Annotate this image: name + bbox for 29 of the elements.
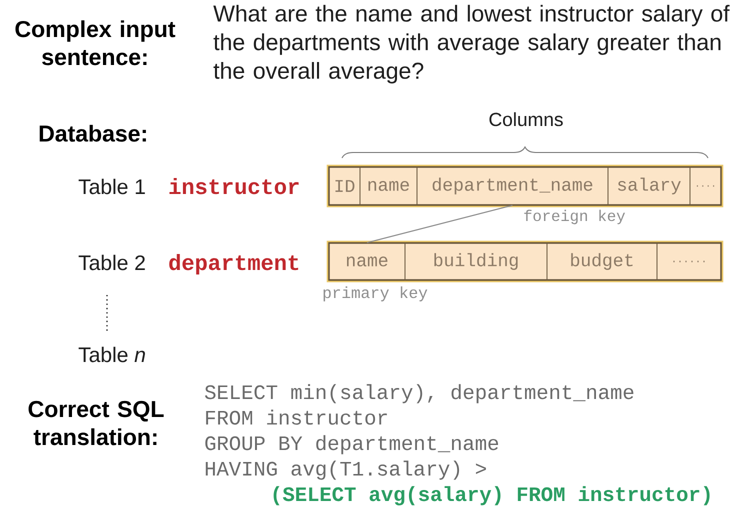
table-label: Table 1 (78, 178, 145, 194)
table-cell: ID (328, 166, 360, 206)
key-annotation: primary key (324, 286, 428, 302)
sql-line: HAVING avg(T1.salary) > (206, 460, 486, 480)
key-annotation: foreign key (524, 210, 625, 224)
table-name: department (169, 254, 298, 275)
table-row (326, 164, 724, 208)
table-cell: ...... (656, 242, 722, 280)
table-cell: salary (608, 166, 690, 206)
table-cell: budget (546, 242, 658, 280)
table-cell: building (404, 242, 548, 280)
table-cell: name (360, 166, 418, 206)
sql-line: GROUP BY department_name (205, 435, 498, 454)
table-cell: .... (690, 166, 722, 206)
table-label: Table 2 (78, 254, 145, 270)
table-cell: name (328, 242, 406, 280)
question-text: What are the name and lowest instructor salary of the departments with average salary greater than the overall average? (213, 4, 730, 84)
section-label: Database: (40, 124, 146, 142)
sql-line: FROM instructor (206, 410, 387, 425)
table-label: Table n (78, 346, 145, 362)
table-row (326, 240, 724, 282)
table-cell: department_name (416, 166, 608, 206)
brace-label: Columns (489, 112, 563, 126)
sql-subquery: (SELECT avg(salary) FROM instructor) (274, 486, 710, 506)
section-label: Correct SQL translation: (28, 400, 164, 446)
connector-line (366, 204, 513, 244)
sql-line: SELECT min(salary), department_name (205, 384, 634, 404)
section-label: Complex input sentence: (15, 20, 176, 66)
table-name: instructor (169, 178, 299, 194)
